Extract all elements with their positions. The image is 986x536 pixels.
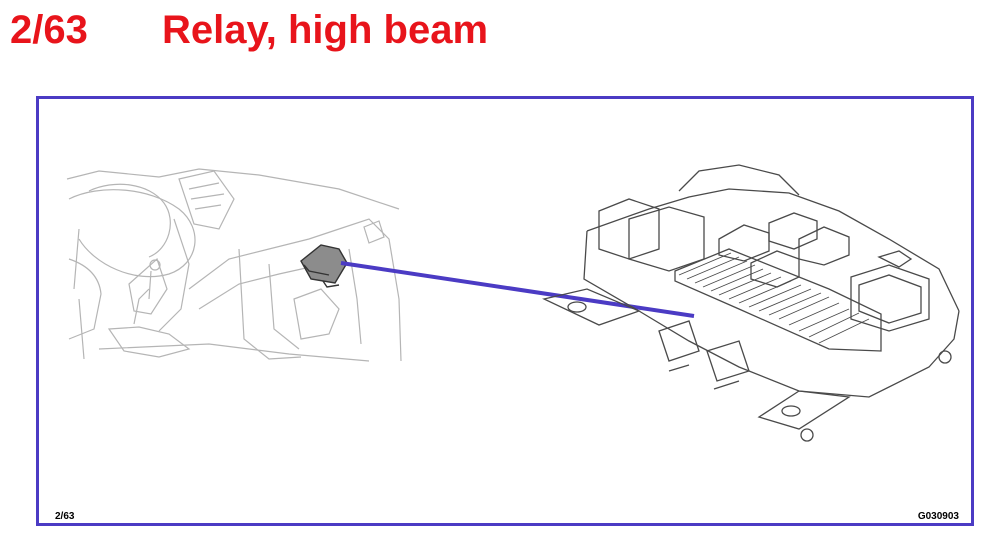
relay-location-highlight bbox=[300, 244, 348, 288]
car-interior-drawing bbox=[66, 168, 402, 362]
diagram-frame: 2/63 G030903 bbox=[36, 96, 974, 526]
figure-ref-left: 2/63 bbox=[55, 511, 75, 522]
fuse-relay-box-drawing bbox=[542, 164, 960, 442]
section-code: 2/63 bbox=[10, 8, 88, 52]
leader-line bbox=[340, 261, 695, 318]
diagram-illustration bbox=[66, 164, 960, 442]
page-header: 2/63 Relay, high beam bbox=[0, 0, 986, 80]
figure-ref-right: G030903 bbox=[917, 511, 959, 522]
page-title: Relay, high beam bbox=[162, 8, 489, 52]
